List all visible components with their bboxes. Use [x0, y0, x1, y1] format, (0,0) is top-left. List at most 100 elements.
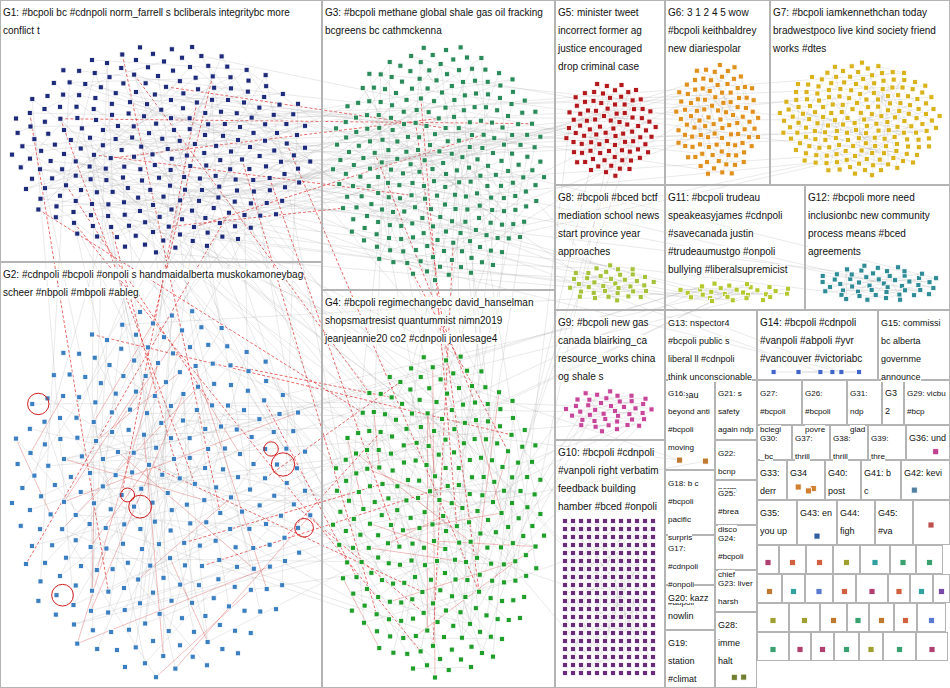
network-edge	[828, 98, 849, 170]
vertex-marker	[160, 472, 165, 477]
vertex-marker	[334, 126, 339, 131]
vertex-marker	[489, 195, 494, 200]
vertex-marker	[132, 504, 137, 509]
vertex-marker	[606, 294, 611, 299]
network-edge	[404, 86, 452, 124]
vertex-marker	[674, 109, 679, 114]
network-edge	[284, 432, 380, 538]
network-edge	[82, 365, 110, 456]
network-edge	[823, 282, 876, 295]
vertex-marker	[807, 117, 812, 122]
network-edge	[64, 392, 136, 502]
vertex-marker	[727, 283, 732, 288]
vertex-marker	[169, 156, 174, 161]
network-edge	[71, 140, 427, 271]
network-edge	[156, 590, 251, 677]
network-edge	[352, 232, 440, 267]
network-edge	[393, 153, 872, 262]
network-edge	[444, 612, 461, 637]
network-edge	[199, 156, 260, 201]
vertex-marker	[75, 115, 80, 120]
vertex-marker	[405, 261, 410, 266]
vertex-marker	[613, 173, 618, 178]
vertex-marker	[154, 121, 159, 126]
vertex-marker	[196, 87, 201, 92]
vertex-marker	[425, 86, 430, 91]
vertex-marker	[804, 125, 809, 130]
network-edge	[852, 66, 929, 146]
vertex-marker	[863, 141, 868, 146]
vertex-marker	[901, 130, 906, 135]
vertex-marker	[110, 112, 115, 117]
vertex-marker	[187, 127, 192, 132]
vertex-marker	[812, 128, 817, 133]
network-edge	[597, 84, 629, 169]
vertex-marker	[421, 231, 426, 236]
vertex-marker	[479, 118, 484, 123]
vertex-marker	[426, 110, 431, 115]
vertex-marker	[796, 105, 801, 110]
vertex-marker	[623, 139, 628, 144]
vertex-marker	[703, 97, 708, 102]
vertex-marker	[826, 168, 831, 173]
vertex-marker	[395, 139, 400, 144]
vertex-marker	[679, 99, 684, 104]
vertex-marker	[615, 298, 620, 303]
network-edge	[367, 115, 520, 237]
network-edge	[60, 449, 225, 577]
vertex-marker	[864, 85, 869, 90]
network-edge	[371, 543, 388, 572]
vertex-marker	[410, 181, 415, 186]
vertex-marker	[168, 183, 173, 188]
vertex-marker	[452, 192, 457, 197]
vertex-marker	[205, 230, 210, 235]
vertex-marker	[374, 232, 379, 237]
vertex-marker	[369, 202, 374, 207]
network-edge	[445, 549, 482, 653]
network-edge	[153, 201, 199, 232]
network-edge	[16, 439, 51, 515]
vertex-marker	[712, 69, 717, 74]
vertex-marker	[886, 162, 891, 167]
network-edge	[97, 363, 158, 570]
vertex-marker	[789, 136, 794, 141]
vertex-marker	[188, 65, 193, 70]
network-edge	[589, 537, 637, 577]
vertex-marker	[401, 122, 406, 127]
vertex-marker	[773, 289, 778, 294]
vertex-marker	[132, 72, 137, 77]
vertex-marker	[734, 287, 739, 292]
network-edge	[679, 79, 734, 143]
vertex-marker	[566, 126, 571, 131]
network-edge	[422, 169, 432, 218]
network-edge	[416, 62, 421, 123]
vertex-marker	[781, 130, 786, 135]
vertex-marker	[578, 289, 583, 294]
network-edge	[797, 133, 859, 164]
vertex-marker	[138, 167, 143, 172]
vertex-marker	[249, 115, 254, 120]
network-edge	[786, 102, 828, 171]
network-edge	[613, 601, 645, 641]
network-edge	[103, 81, 180, 145]
network-edge	[441, 64, 452, 154]
vertex-marker	[461, 80, 466, 85]
vertex-marker	[647, 119, 652, 124]
vertex-marker	[853, 171, 858, 176]
network-edge	[140, 169, 229, 212]
network-edge	[467, 79, 733, 210]
vertex-marker	[910, 87, 915, 92]
vertex-marker	[351, 217, 356, 222]
vertex-marker	[242, 213, 247, 218]
vertex-marker	[622, 102, 627, 107]
network-edge	[108, 204, 153, 206]
vertex-marker	[485, 79, 490, 84]
vertex-marker	[856, 280, 861, 285]
network-edge	[601, 276, 618, 300]
vertex-marker	[747, 119, 752, 124]
vertex-marker	[143, 220, 148, 225]
vertex-marker	[905, 137, 910, 142]
vertex-marker	[433, 132, 438, 137]
vertex-marker	[386, 236, 391, 241]
vertex-marker	[246, 78, 251, 83]
